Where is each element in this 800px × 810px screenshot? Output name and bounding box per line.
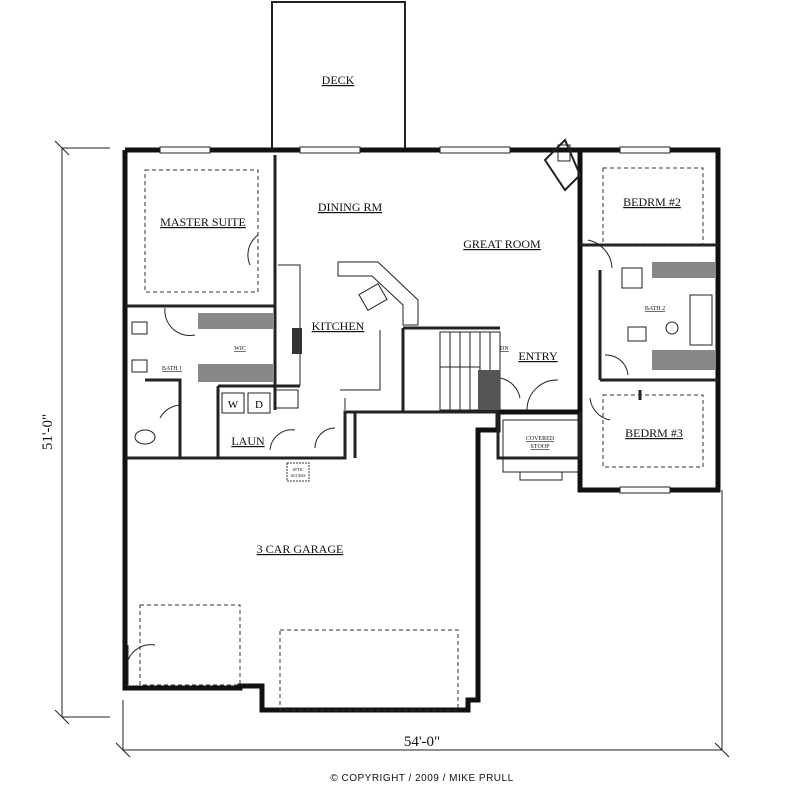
- washer-label: W: [228, 399, 239, 411]
- room-labels: MASTER SUITE DINING RM GREAT ROOM KITCHE…: [160, 195, 683, 556]
- dimension-width-label: 54'-0": [404, 734, 440, 750]
- room-label-bedrm3: BEDRM #3: [625, 426, 683, 440]
- room-label-deck: DECK: [322, 73, 355, 87]
- bath-fixtures: [131, 267, 713, 445]
- ceiling-outlines: [139, 167, 704, 711]
- door-garage-side[interactable]: [127, 644, 156, 685]
- covered-stoop: COVERED STOOP: [502, 419, 579, 481]
- room-label-wic: WIC: [234, 346, 246, 352]
- door-bath2[interactable]: [604, 354, 629, 376]
- stairs: DN: [439, 331, 509, 411]
- room-label-great-room: GREAT ROOM: [463, 237, 541, 251]
- room-label-bath2: BATH 2: [645, 306, 665, 312]
- door-stair[interactable]: [499, 377, 521, 399]
- copyright-text: © COPYRIGHT / 2009 / MIKE PRULL: [330, 773, 513, 784]
- covered-stoop-label-1: COVERED: [526, 436, 555, 442]
- room-label-master-suite: MASTER SUITE: [160, 215, 246, 229]
- attic-label-1: ATTIC: [292, 467, 304, 472]
- dryer-label: D: [255, 399, 263, 411]
- dimension-depth-label: 51'-0": [40, 414, 56, 450]
- deck: DECK: [271, 1, 406, 150]
- fireplace: [543, 138, 582, 192]
- kitchen-counters: [278, 261, 419, 410]
- room-label-entry: ENTRY: [518, 349, 558, 363]
- room-label-laundry: LAUN: [231, 434, 265, 448]
- closets: [198, 262, 716, 382]
- interior-walls: [125, 155, 718, 460]
- laundry-appliances: W D: [221, 389, 299, 414]
- room-label-garage: 3 CAR GARAGE: [257, 542, 344, 556]
- room-label-dining: DINING RM: [318, 200, 383, 214]
- room-label-kitchen: KITCHEN: [312, 319, 365, 333]
- room-label-bedrm2: BEDRM #2: [623, 195, 681, 209]
- door-laundry[interactable]: [269, 429, 296, 451]
- door-master-suite[interactable]: [247, 234, 259, 266]
- doors[interactable]: [127, 234, 629, 685]
- room-label-bath1: BATH 1: [162, 366, 182, 372]
- dimension-width: 54'-0": [115, 490, 730, 758]
- attic-access: ATTIC ACCESS: [286, 462, 310, 482]
- front-door[interactable]: [526, 379, 559, 411]
- door-bedrm3[interactable]: [589, 397, 611, 421]
- door-toilet[interactable]: [159, 404, 181, 419]
- attic-label-2: ACCESS: [290, 473, 305, 478]
- windows: [159, 146, 671, 494]
- door-garage[interactable]: [314, 427, 336, 449]
- dimension-depth: 51'-0": [40, 140, 110, 725]
- door-bedrm2[interactable]: [587, 239, 613, 269]
- covered-stoop-label-2: STOOP: [531, 444, 551, 450]
- door-bath1[interactable]: [164, 307, 196, 337]
- stair-down-label: DN: [500, 346, 509, 352]
